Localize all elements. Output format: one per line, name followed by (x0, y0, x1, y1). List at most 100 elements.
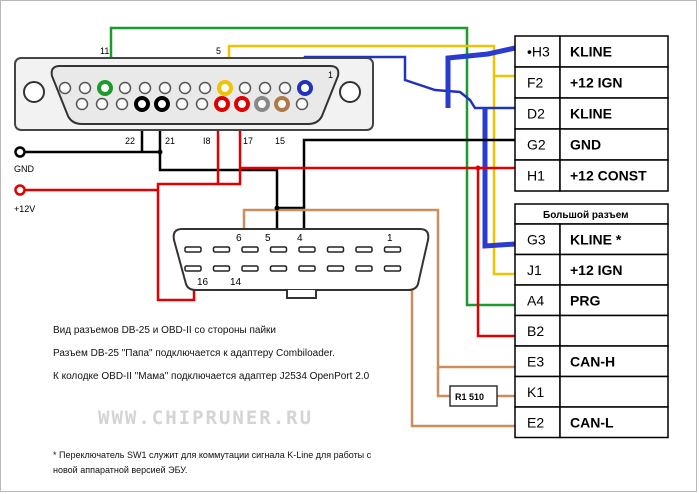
wire-red-plus12 (20, 104, 242, 192)
signal-cell (559, 375, 669, 408)
wire-blue-g3 (482, 108, 516, 249)
db25-pin (195, 97, 209, 111)
note-view-side: Вид разъемов DB-25 и OBD-II со стороны п… (53, 325, 277, 336)
obd2-pin (355, 246, 373, 253)
pin-code: A4 (527, 292, 544, 308)
obd-pin-label-14: 14 (230, 277, 242, 288)
pin-code: •H3 (527, 44, 550, 60)
obd2-pin (326, 246, 345, 253)
db25-pin-label-5: 5 (216, 46, 221, 56)
pin-code-cell (514, 97, 561, 130)
pin-code: B2 (527, 323, 544, 339)
pin-code: E2 (527, 414, 544, 430)
db25-pin (154, 96, 170, 112)
db25-pin-label-15: 15 (275, 136, 285, 146)
signal-label: +12 IGN (570, 75, 623, 91)
pin-code-cell (514, 406, 561, 439)
db25-pin (198, 81, 212, 95)
db25-connector (14, 57, 374, 131)
signal-label: CAN-H (570, 353, 615, 369)
db25-pin (274, 96, 290, 112)
db25-screw-left (23, 81, 45, 103)
obd-pin-label-16: 16 (197, 277, 209, 288)
signal-cell (559, 253, 669, 286)
signal-cell (559, 159, 669, 192)
junction-dot (475, 165, 481, 171)
signal-cell (559, 406, 669, 439)
wire-yellow-ign-j1 (492, 76, 515, 276)
pin-code: E3 (527, 353, 544, 369)
plus12-terminal (14, 184, 26, 196)
db25-pin-label-22: 22 (125, 136, 135, 146)
db25-pin (178, 81, 192, 95)
gnd-terminal (14, 146, 26, 158)
wire-blue-switch (445, 45, 516, 108)
db25-pin (234, 96, 250, 112)
obd2-pin (241, 265, 259, 272)
db25-pin-label-21: 21 (165, 136, 175, 146)
wire-red-b2 (476, 168, 515, 338)
obd2-pin (298, 265, 316, 272)
db25-screw-right (339, 81, 361, 103)
db25-pin-label-17: 17 (243, 136, 253, 146)
obd-pin-label-1: 1 (387, 233, 393, 244)
db25-pin (97, 80, 113, 96)
signal-label: +12 IGN (570, 262, 623, 278)
signal-cell (559, 314, 669, 347)
obd-pin-label-6: 6 (236, 233, 242, 244)
wire-tan-resistor-top (436, 367, 450, 398)
db25-pin (138, 81, 152, 95)
obd2-pin (298, 246, 316, 253)
wire-green-prg (109, 26, 515, 307)
signal-cell (559, 35, 669, 68)
signal-label: +12 CONST (570, 168, 647, 184)
pin-code: F2 (527, 75, 544, 91)
db25-pin-label-18: I8 (203, 136, 211, 146)
db25-pin (258, 81, 272, 95)
db25-pin (95, 97, 109, 111)
db25-pin (217, 80, 233, 96)
pin-code: J1 (527, 262, 542, 278)
big-connector-title: Большой разъем (543, 210, 629, 221)
wire-black-g2 (302, 138, 515, 208)
obd2-connector (172, 228, 430, 299)
pin-code-cell (514, 314, 561, 347)
resistor-label: R1 510 (455, 392, 484, 402)
signal-cell (559, 345, 669, 378)
signal-cell (559, 66, 669, 99)
note-obd-female: К колодке OBD-II "Мама" подключается ада… (53, 371, 370, 382)
db25-pin (115, 97, 129, 111)
junction-dot (157, 149, 163, 155)
db25-shell (50, 65, 340, 125)
db25-pin (238, 81, 252, 95)
plus12-label: +12V (14, 204, 35, 214)
db25-pin-label-11: 11 (100, 46, 109, 56)
obd2-pin (269, 246, 288, 253)
pin-code: G2 (527, 137, 546, 153)
db25-pin (254, 96, 270, 112)
pin-code: D2 (527, 106, 545, 122)
db25-pin (158, 81, 172, 95)
obd-pin-label-4: 4 (297, 233, 303, 244)
gnd-label: GND (14, 164, 35, 174)
obd2-pin (184, 246, 202, 253)
db25-pin (297, 80, 313, 96)
pin-code-cell (514, 284, 561, 317)
obd2-pin (326, 265, 345, 272)
db25-pin (75, 97, 89, 111)
db25-pin (78, 81, 92, 95)
db25-pin (58, 81, 72, 95)
db25-pin (118, 81, 132, 95)
wire-tan-can-h (242, 208, 515, 369)
obd2-pin (184, 265, 202, 272)
signal-label: GND (570, 137, 601, 153)
pin-code: H1 (527, 168, 545, 184)
resistor-r1 (449, 385, 498, 407)
obd2-pin (383, 265, 402, 272)
watermark-site: WWW.CHIPRUNER.RU (98, 407, 314, 429)
junction-dot (274, 205, 280, 211)
